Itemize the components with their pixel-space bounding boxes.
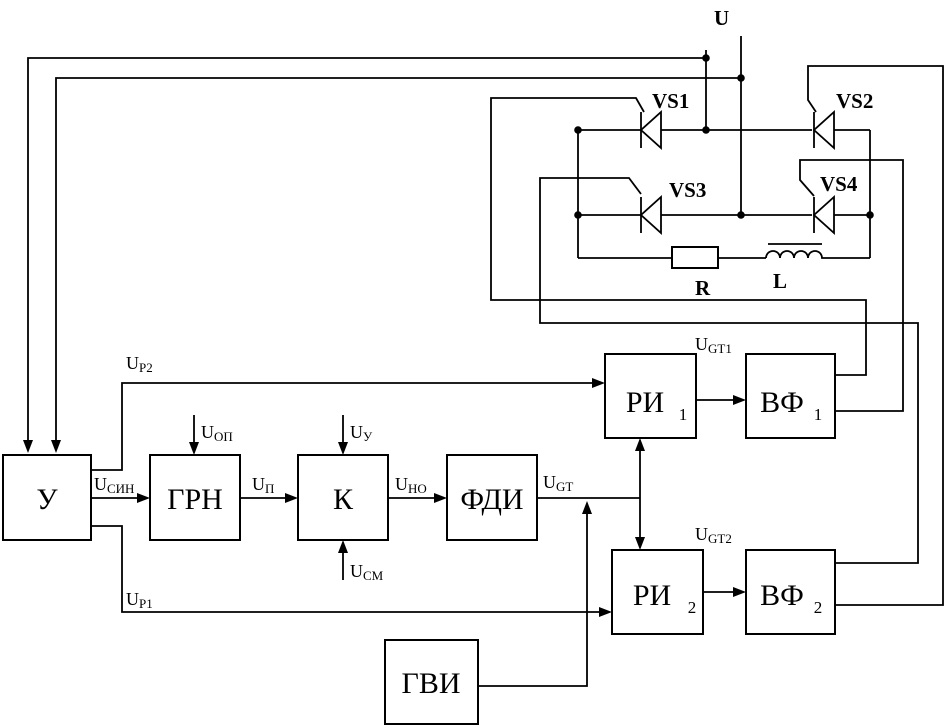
label-vs3: VS3	[669, 178, 706, 202]
block-fdi-label: ФДИ	[460, 483, 523, 516]
block-vf2-sub: 2	[814, 598, 823, 617]
label-r: R	[695, 276, 711, 300]
arrow-sync-1	[23, 440, 33, 453]
block-ri2-label: РИ	[633, 579, 671, 612]
block-ri1-sub: 1	[679, 405, 688, 424]
label-usm: UСМ	[350, 561, 384, 583]
arrow-up	[285, 493, 298, 503]
arrow-vf2-in	[733, 587, 746, 597]
label-up: UП	[252, 474, 274, 496]
wire-gvi	[478, 510, 588, 687]
wire-vf2-vs2	[807, 65, 944, 606]
arrow-up1	[599, 607, 612, 617]
arrowheads	[23, 378, 746, 617]
inductor-l	[765, 250, 825, 259]
arrow-ri1-in	[635, 438, 645, 451]
arrow-ri2-in	[635, 537, 645, 550]
junction-dot	[737, 211, 745, 219]
block-vf2: ВФ 2	[745, 549, 836, 635]
thyristor-vs2	[812, 109, 835, 151]
block-u: У	[2, 454, 92, 541]
arrow-up2	[592, 378, 605, 388]
label-l: L	[773, 269, 787, 293]
power-labels: U VS1 VS2 VS3 VS4 R L	[652, 6, 873, 300]
label-usin: UСИН	[94, 474, 134, 496]
label-up2: UP2	[126, 353, 153, 375]
junctions	[574, 54, 874, 219]
junction-dot	[866, 211, 874, 219]
wire-vf2-vs3	[539, 177, 919, 564]
thyristor-vs1	[639, 109, 662, 151]
block-ri1-label: РИ	[626, 386, 664, 419]
label-ugt: UGT	[543, 472, 573, 494]
arrow-sync-2	[51, 440, 61, 453]
label-vs4: VS4	[820, 172, 858, 196]
label-vs1: VS1	[652, 89, 689, 113]
resistor-r	[671, 246, 719, 269]
arrow-uno	[434, 493, 447, 503]
label-supply-u: U	[714, 6, 729, 30]
sync-wire-2	[55, 77, 741, 447]
block-gvi: ГВИ	[384, 639, 479, 725]
thyristor-vs4	[812, 194, 835, 236]
block-gvi-label: ГВИ	[401, 667, 460, 700]
block-u-label: У	[36, 483, 58, 516]
block-ri1: РИ 1	[604, 353, 697, 439]
junction-dot	[574, 211, 582, 219]
block-ri2-sub: 2	[688, 598, 697, 617]
label-vs2: VS2	[836, 89, 873, 113]
junction-dot	[737, 74, 745, 82]
signal-labels: UСИН UП UНО UGT UОП UУ UСМ UP1 UP2 UGT1 …	[94, 334, 732, 611]
junction-dot	[702, 54, 710, 62]
wire-up2	[91, 382, 598, 471]
junction-dot	[702, 126, 710, 134]
label-up1: UP1	[126, 589, 153, 611]
sync-wire-1	[27, 57, 706, 447]
label-uno: UНО	[395, 474, 427, 496]
block-grn-label: ГРН	[167, 483, 223, 516]
block-vf1-label: ВФ	[760, 386, 804, 419]
block-fdi: ФДИ	[446, 454, 538, 541]
arrow-vf1-in	[733, 395, 746, 405]
label-uy: UУ	[350, 422, 373, 444]
arrow-uop	[189, 442, 199, 455]
label-uop: UОП	[201, 422, 233, 444]
block-k-label: К	[333, 483, 354, 516]
arrow-gvi	[582, 501, 592, 514]
block-vf1-sub: 1	[814, 405, 823, 424]
wires	[27, 36, 944, 687]
junction-dot	[574, 126, 582, 134]
block-ri2: РИ 2	[611, 549, 704, 635]
arrow-uy	[338, 442, 348, 455]
wire-up1	[91, 525, 605, 613]
block-vf1: ВФ 1	[745, 353, 836, 439]
wire-vf1-vs4	[799, 159, 904, 412]
block-grn: ГРН	[149, 454, 241, 541]
thyristor-vs3	[639, 194, 662, 236]
label-ugt2: UGT2	[695, 524, 732, 546]
block-vf2-label: ВФ	[760, 579, 804, 612]
arrow-usin	[137, 493, 150, 503]
wire-vf1-vs1	[490, 97, 867, 376]
label-ugt1: UGT1	[695, 334, 732, 356]
block-k: К	[297, 454, 389, 541]
arrow-usm	[338, 540, 348, 553]
thyristors	[639, 109, 835, 236]
